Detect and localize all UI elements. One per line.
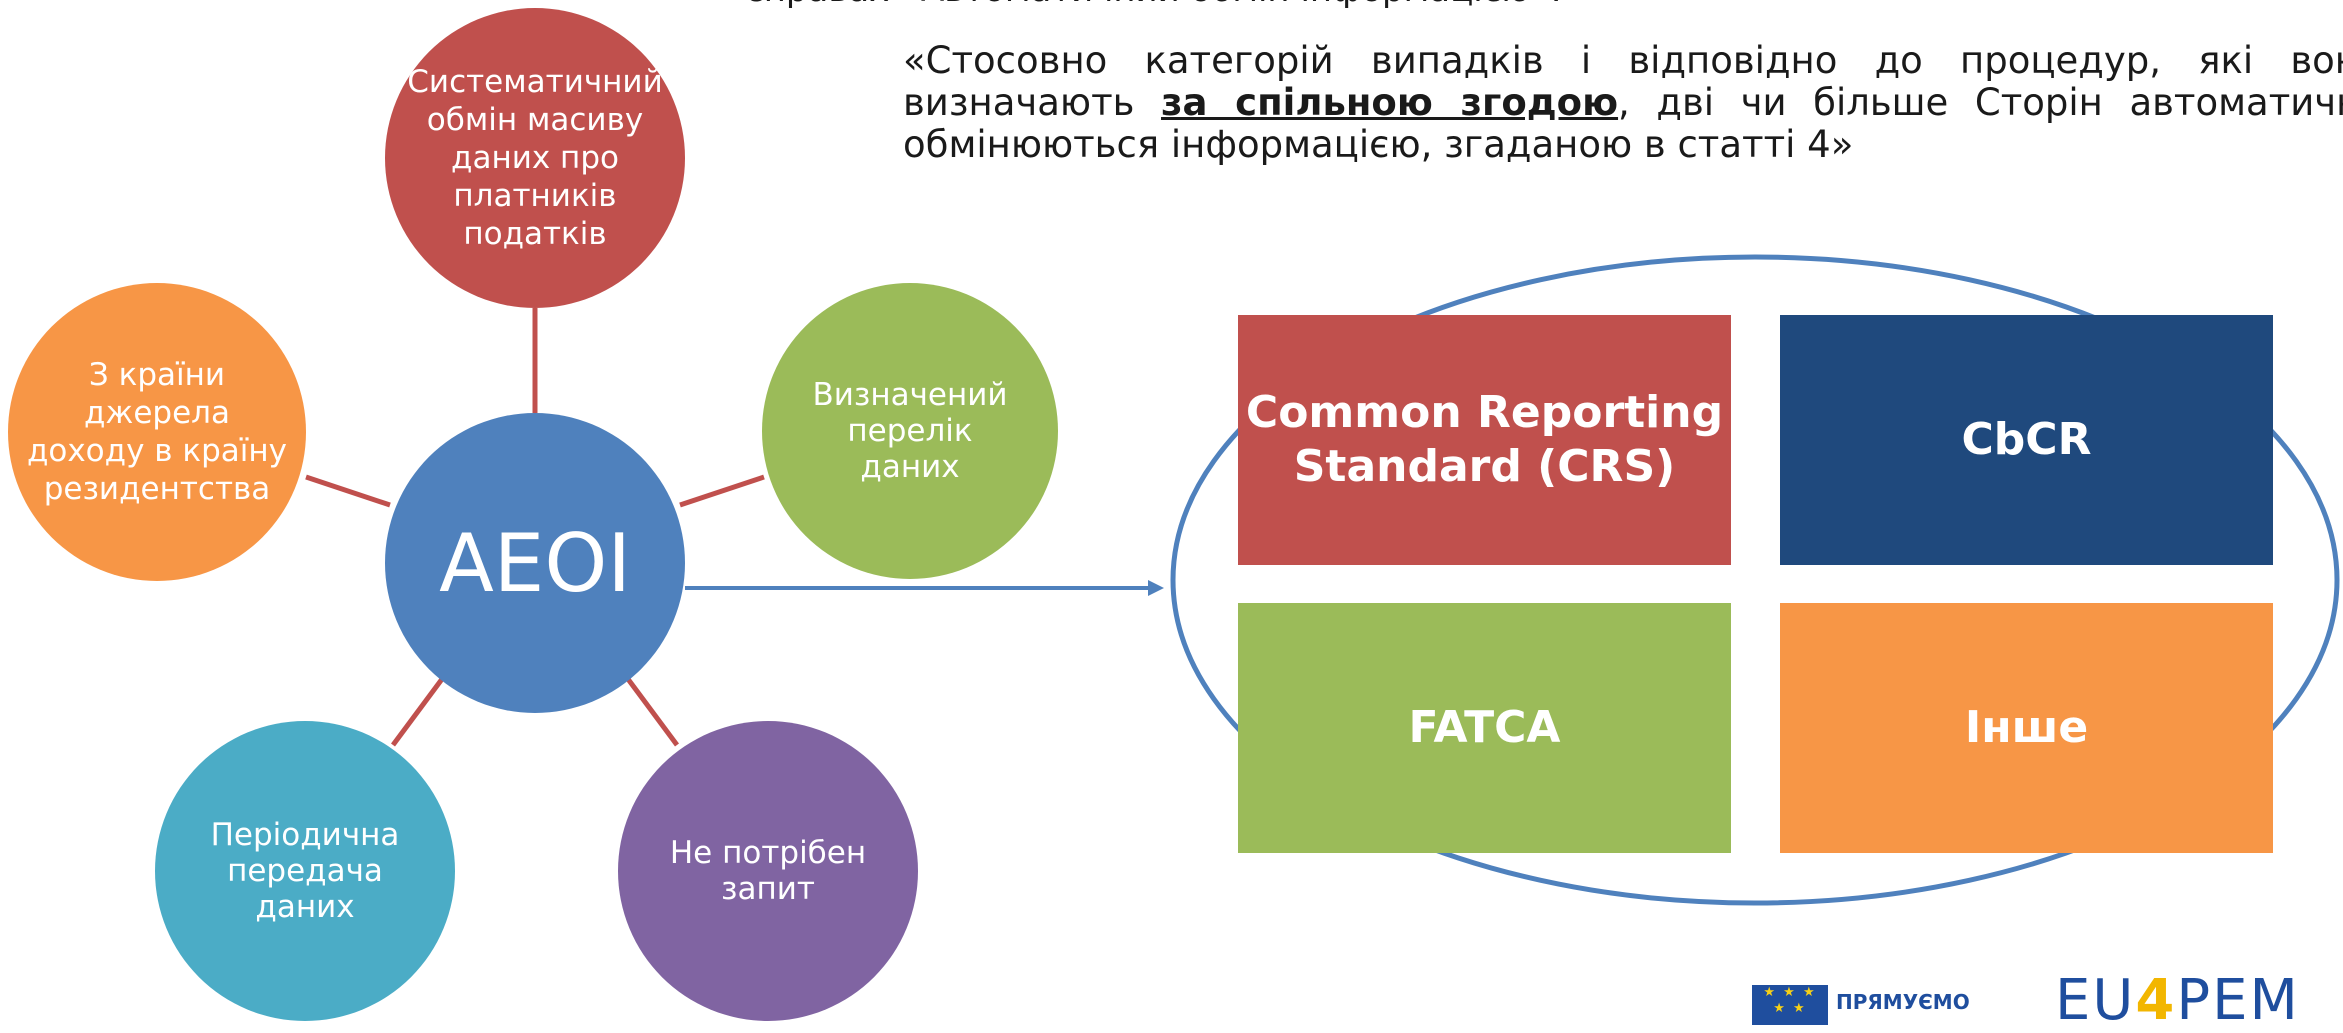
node-label-line: резидентства: [43, 471, 271, 507]
connector-bottom-left: [390, 673, 448, 747]
quote-emphasis: за спільною згодою: [1161, 81, 1619, 124]
quote-part-1: «Стосовно категорій випадків і відповідн…: [903, 39, 2343, 124]
node-label-line: Не потрібен: [669, 835, 867, 871]
crs-label-line: Common Reporting: [1245, 387, 1724, 438]
fatca-label: FATCA: [1408, 702, 1561, 753]
eu4pem-four: 4: [2135, 968, 2177, 1033]
connector-left: [305, 474, 391, 508]
node-aeoi-center: AEOI: [385, 413, 685, 713]
node-label-line: запит: [721, 871, 815, 907]
center-label: AEOI: [439, 516, 631, 610]
node-label-line: З країни: [88, 357, 226, 393]
standard-crs-box: Common Reporting Standard (CRS): [1238, 315, 1731, 565]
other-label: Інше: [1964, 702, 2089, 753]
node-label-line: даних: [255, 889, 355, 925]
eu-logo-label: ПРЯМУЄМО: [1836, 990, 1970, 1014]
node-label-line: обмін масиву: [426, 102, 644, 138]
node-label-line: Визначений: [812, 377, 1008, 413]
cbcr-label: CbCR: [1961, 414, 2092, 465]
quote-part-2: , дві чи більше Сторін автоматично обмін…: [903, 81, 2343, 166]
node-label-line: податків: [463, 216, 607, 252]
standard-other-box: Інше: [1780, 603, 2273, 853]
node-systematic-exchange: Систематичний обмін масиву даних про пла…: [385, 8, 685, 308]
node-defined-data-list: Визначений перелік даних: [762, 283, 1058, 579]
crs-label-line: Standard (CRS): [1293, 441, 1676, 492]
header-cut-line: справах «Автоматичний обмін інформацією»…: [745, 0, 1562, 10]
connector-bottom-right: [622, 673, 680, 747]
node-label-line: Періодична: [210, 817, 400, 853]
article-quote: «Стосовно категорій випадків і відповідн…: [903, 40, 2343, 166]
node-label-line: джерела: [83, 395, 230, 431]
connector-right: [679, 474, 765, 508]
standard-cbcr-box: CbCR: [1780, 315, 2273, 565]
eu-flag-icon: ★ ★ ★★ ★: [1752, 985, 1828, 1025]
standard-fatca-box: FATCA: [1238, 603, 1731, 853]
node-label-line: перелік: [847, 413, 973, 449]
node-no-request-needed: Не потрібен запит: [618, 721, 918, 1021]
node-label-line: платників: [453, 178, 617, 214]
node-source-to-residence: З країни джерела доходу в країну резиден…: [8, 283, 306, 581]
node-periodic-transfer: Періодична передача даних: [155, 721, 455, 1021]
node-label-line: даних про: [451, 140, 619, 176]
standards-ellipse: [1170, 254, 2340, 906]
node-label-line: Систематичний: [407, 64, 663, 100]
eu-logo: ★ ★ ★★ ★ ПРЯМУЄМО: [1752, 985, 1980, 1025]
node-label-line: передача: [227, 853, 383, 889]
eu4pem-pem: PEM: [2176, 968, 2300, 1033]
eu4pem-logo: EU4PEM: [2055, 968, 2300, 1033]
eu4pem-eu: EU: [2055, 968, 2136, 1033]
node-label-line: доходу в країну: [26, 433, 288, 469]
node-label-line: даних: [860, 449, 960, 485]
arrow-head: [1148, 580, 1164, 596]
